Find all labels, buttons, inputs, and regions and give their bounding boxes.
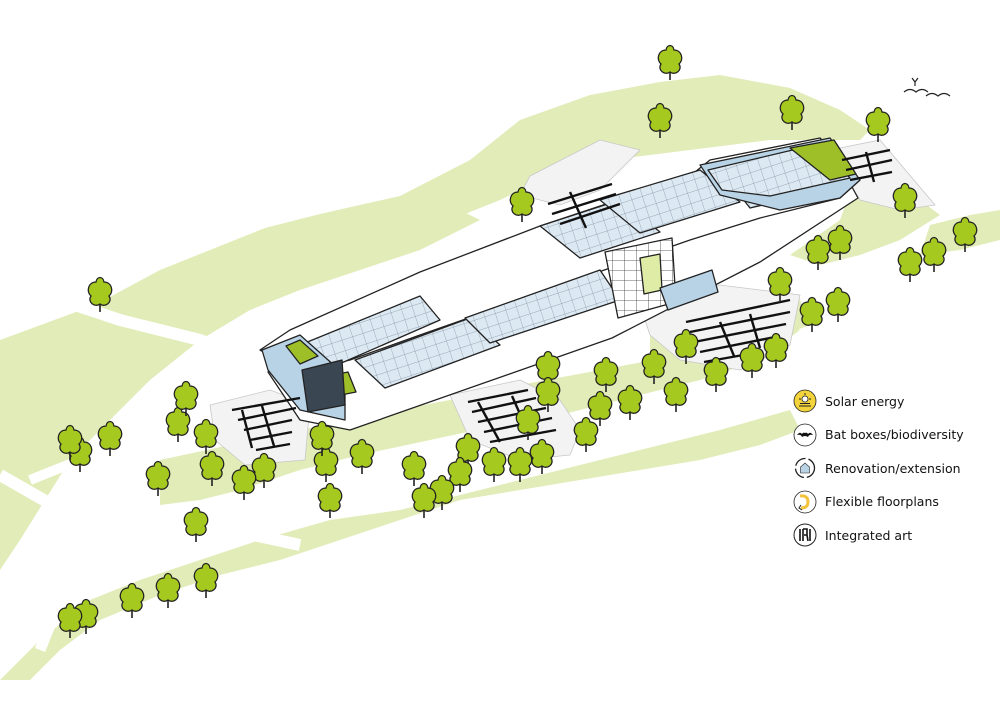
legend-label: Integrated art <box>825 527 913 543</box>
legend-label: Solar energy <box>825 393 905 409</box>
renovation-extension-icon <box>793 456 817 480</box>
legend-item-renovation: Renovation/extension <box>793 455 993 481</box>
birds <box>903 77 951 97</box>
legend-label: Bat boxes/biodiversity <box>825 427 964 442</box>
legend-item-bat-boxes: Bat boxes/biodiversity <box>793 422 993 448</box>
integrated-art-icon <box>793 523 817 547</box>
solar-energy-icon <box>793 389 817 413</box>
bat-boxes-icon <box>793 423 817 447</box>
building <box>259 137 861 431</box>
legend-item-integrated-art: Integrated art <box>793 522 993 548</box>
legend-item-solar-energy: Solar energy <box>793 388 993 414</box>
legend-item-flexible-floorplans: Flexible floorplans <box>793 489 993 515</box>
legend: Solar energy Bat boxes/biodiversity Reno… <box>793 388 993 556</box>
legend-label: Flexible floorplans <box>825 494 939 509</box>
flexible-floorplans-icon <box>793 490 817 514</box>
ground-art-installations <box>231 148 893 452</box>
legend-label: Renovation/extension <box>825 460 961 476</box>
